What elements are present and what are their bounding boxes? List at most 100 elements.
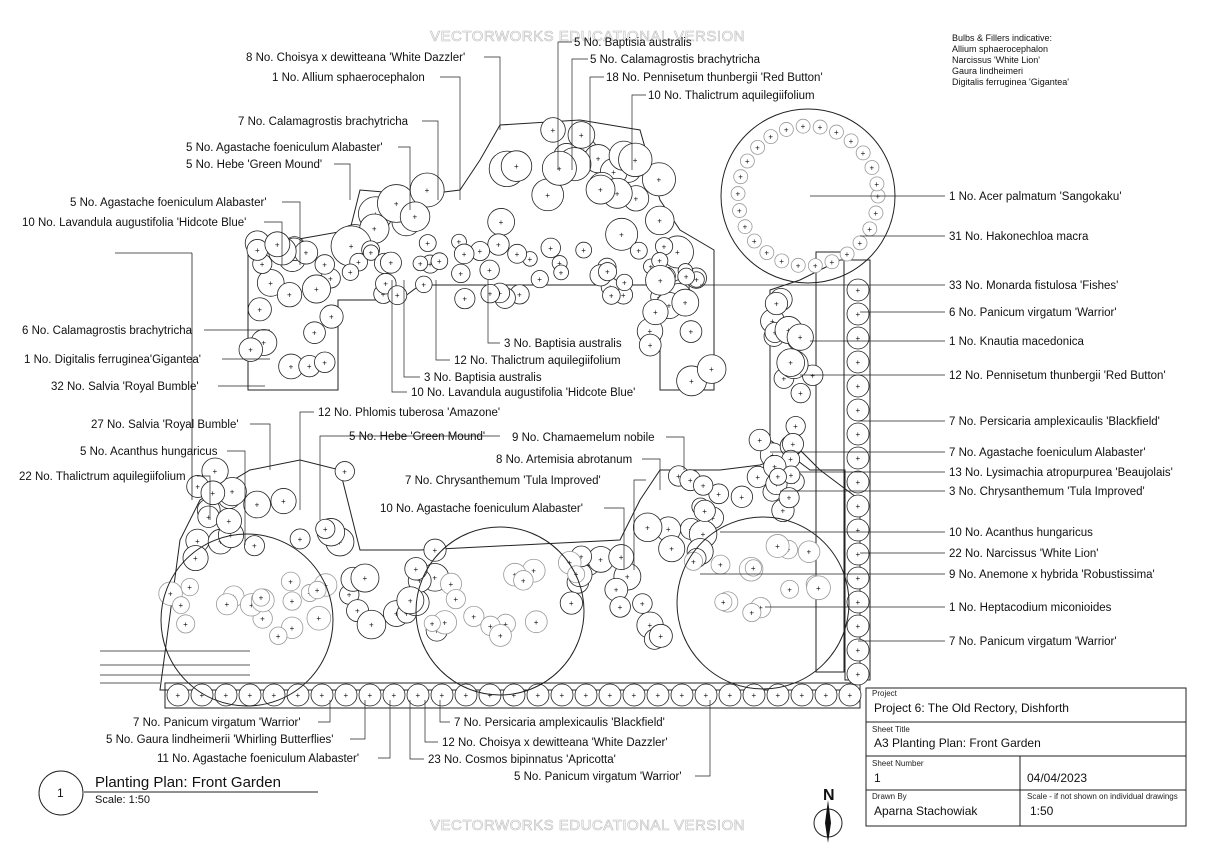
plant-symbol bbox=[774, 253, 790, 269]
plant-centre-mark: + bbox=[793, 422, 798, 431]
plant-centre-mark: + bbox=[187, 583, 192, 592]
plant-symbol bbox=[746, 233, 762, 249]
plant-centre-mark: + bbox=[874, 180, 879, 189]
plant-centre-mark: + bbox=[503, 620, 508, 629]
plant-symbol bbox=[806, 575, 831, 601]
leader-line bbox=[318, 700, 331, 723]
plant-centre-mark: + bbox=[499, 218, 504, 227]
plant-centre-mark: + bbox=[752, 237, 757, 246]
label-hebe-center: 5 No. Hebe 'Green Mound' bbox=[349, 431, 485, 443]
plant-centre-mark: + bbox=[369, 621, 374, 630]
plant-symbol bbox=[630, 241, 648, 260]
plant-centre-mark: + bbox=[801, 122, 806, 131]
svg-text:Digitalis ferruginea 'Gigantea: Digitalis ferruginea 'Gigantea' bbox=[952, 77, 1069, 87]
plant-centre-mark: + bbox=[657, 257, 662, 266]
leader-line bbox=[642, 458, 661, 490]
plant-centre-mark: + bbox=[548, 244, 553, 253]
label-allium: 1 No. Allium sphaerocephalon bbox=[272, 72, 425, 84]
plant-symbol bbox=[423, 538, 447, 562]
plant-symbol bbox=[451, 263, 471, 284]
leader-line bbox=[299, 411, 314, 510]
plant-centre-mark: + bbox=[356, 258, 361, 267]
plant-centre-mark: + bbox=[381, 290, 386, 299]
plant-centre-mark: + bbox=[611, 168, 616, 177]
label-choisya-12: 12 No. Choisya x dewitteana 'White Dazzl… bbox=[442, 737, 668, 749]
plant-centre-mark: + bbox=[328, 274, 333, 283]
label-heptacodium: 1 No. Heptacodium miconioides bbox=[949, 602, 1112, 614]
plant-symbol bbox=[839, 246, 855, 262]
plant-symbol bbox=[846, 662, 870, 686]
plant-centre-mark: + bbox=[268, 279, 273, 288]
plant-centre-mark: + bbox=[816, 584, 821, 593]
plant-centre-mark: + bbox=[667, 301, 672, 310]
plant-centre-mark: + bbox=[640, 600, 645, 609]
plant-centre-mark: + bbox=[856, 598, 861, 607]
plant-centre-mark: + bbox=[788, 455, 793, 464]
plant-symbol bbox=[238, 337, 263, 362]
plant-symbol bbox=[780, 579, 800, 599]
path-strip bbox=[815, 251, 845, 673]
plant-centre-mark: + bbox=[658, 632, 663, 641]
plant-symbol bbox=[574, 683, 598, 707]
label-acanthus-right: 10 No. Acanthus hungaricus bbox=[949, 527, 1093, 539]
title-block-text: Project Project 6: The Old Rectory, Dish… bbox=[872, 689, 1178, 818]
plant-symbol bbox=[693, 475, 714, 496]
drawn-by: Aparna Stachowiak bbox=[874, 804, 978, 818]
label-panicum-7-bottom: 7 No. Panicum virgatum 'Warrior' bbox=[133, 717, 301, 729]
plant-centre-mark: + bbox=[749, 609, 754, 618]
plant-symbol bbox=[658, 535, 686, 563]
plant-symbol bbox=[739, 153, 755, 169]
plant-symbol bbox=[550, 683, 574, 707]
plant-centre-mark: + bbox=[183, 620, 188, 629]
plant-symbol bbox=[778, 487, 800, 509]
plant-centre-mark: + bbox=[856, 286, 861, 295]
plant-centre-mark: + bbox=[418, 259, 423, 268]
plant-symbol bbox=[362, 244, 380, 261]
plant-symbol bbox=[598, 262, 618, 282]
plant-centre-mark: + bbox=[775, 542, 780, 551]
plant-symbol bbox=[776, 348, 805, 377]
plant-centre-mark: + bbox=[290, 597, 295, 606]
front-strip bbox=[164, 682, 861, 709]
plant-symbol bbox=[303, 321, 326, 344]
svg-text:N: N bbox=[823, 787, 835, 804]
leader-line bbox=[633, 479, 646, 570]
svg-text:Drawn By: Drawn By bbox=[872, 792, 907, 801]
plant-symbol bbox=[632, 512, 663, 543]
plant-centre-mark: + bbox=[320, 691, 325, 700]
plant-centre-mark: + bbox=[560, 691, 565, 700]
label-monarda: 33 No. Monarda fistulosa 'Fishes' bbox=[949, 280, 1118, 292]
plant-symbol bbox=[530, 270, 549, 289]
plant-symbol bbox=[742, 603, 762, 623]
drawing-title: Planting Plan: Front Garden bbox=[95, 774, 281, 791]
plant-symbol bbox=[846, 518, 870, 542]
plant-centre-mark: + bbox=[417, 577, 422, 586]
plant-centre-mark: + bbox=[849, 137, 854, 146]
plant-symbol bbox=[418, 234, 437, 252]
label-choisya-top: 8 No. Choisya x dewitteana 'White Dazzle… bbox=[246, 52, 465, 64]
plant-symbol bbox=[824, 254, 840, 270]
plant-centre-mark: + bbox=[458, 269, 463, 278]
plant-symbol bbox=[334, 461, 355, 482]
plant-symbol bbox=[646, 683, 670, 707]
plant-centre-mark: + bbox=[598, 555, 603, 564]
bulbs-note: Bulbs & Fillers indicative: Allium sphae… bbox=[952, 33, 1069, 87]
plant-centre-mark: + bbox=[658, 276, 663, 285]
plant-symbol bbox=[846, 494, 870, 518]
plant-centre-mark: + bbox=[322, 260, 327, 269]
plant-centre-mark: + bbox=[230, 488, 235, 497]
plant-symbol bbox=[642, 162, 676, 197]
plant-centre-mark: + bbox=[329, 313, 334, 322]
plant-centre-mark: + bbox=[779, 257, 784, 266]
plant-symbol bbox=[166, 683, 190, 707]
plant-centre-mark: + bbox=[775, 473, 780, 482]
sheet-scale: 1:50 bbox=[1030, 804, 1054, 818]
plant-symbol bbox=[605, 217, 639, 251]
sheet-title: A3 Planting Plan: Front Garden bbox=[874, 736, 1041, 750]
plant-centre-mark: + bbox=[464, 691, 469, 700]
label-salvia-32: 32 No. Salvia 'Royal Bumble' bbox=[51, 381, 199, 393]
plant-centre-mark: + bbox=[625, 573, 630, 582]
plant-symbol bbox=[718, 683, 742, 707]
plant-symbol bbox=[693, 499, 716, 522]
plant-centre-mark: + bbox=[657, 216, 662, 225]
